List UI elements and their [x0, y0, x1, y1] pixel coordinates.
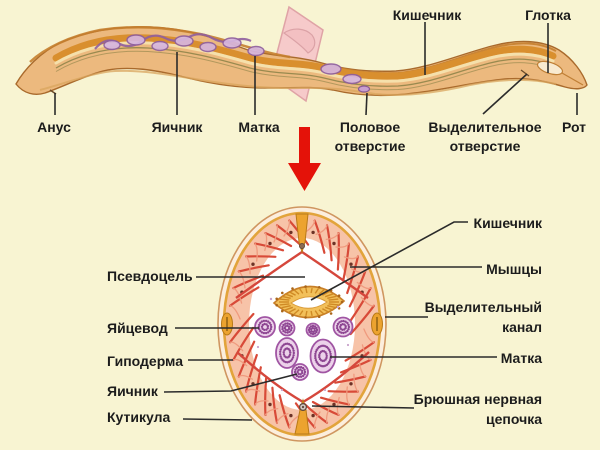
label-genital-opening: Половое отверстие [334, 119, 406, 154]
label-intestine-cs: Кишечник [473, 215, 542, 231]
leader-intestine-cs [310, 221, 468, 301]
leader-ventral-nerve [311, 405, 415, 409]
down-arrow [288, 127, 321, 191]
label-intestine-top: Кишечник [392, 7, 462, 23]
genital-opening-mark [357, 85, 371, 93]
label-hypodermis: Гиподерма [107, 353, 184, 369]
label-pseudocoel: Псевдоцель [107, 268, 193, 284]
worm-longitudinal-view [15, 5, 588, 103]
leader-lines [54, 22, 578, 421]
label-muscles: Мышцы [486, 261, 542, 277]
reproductive-organs [254, 316, 354, 381]
worm-ovary-coils [94, 33, 362, 85]
label-anus: Анус [37, 119, 71, 135]
cavity-speckles [256, 297, 350, 392]
leader-cuticle [182, 418, 253, 421]
excretory-canal-right [371, 312, 383, 336]
muscle-cells [229, 219, 375, 429]
label-uterus-top: Матка [238, 119, 280, 135]
label-oviduct: Яйцевод [107, 320, 168, 336]
leader-genital-opening [365, 92, 368, 116]
section-plane-fold [282, 28, 316, 54]
label-excretory-opening: Выделительное отверстие [428, 119, 542, 154]
leader-excretory-opening [482, 73, 528, 115]
intestine-lens [272, 285, 346, 319]
excretory-canal-left [221, 312, 233, 336]
ventral-nerve-cord [294, 398, 310, 435]
label-mouth: Рот [561, 119, 587, 135]
label-pharynx: Глотка [525, 7, 571, 23]
label-ventral-nerve: Брюшная нервная цепочка [413, 391, 542, 427]
leader-ovary-cs [163, 373, 298, 393]
worm-cross-section [217, 206, 387, 442]
label-cuticle: Кутикула [107, 409, 171, 425]
worm-pharynx [536, 60, 584, 86]
excretory-pore-mark [520, 69, 530, 77]
label-uterus-cs: Матка [500, 350, 542, 366]
label-ovary-top: Яичник [151, 119, 203, 135]
label-ovary-cs: Яичник [107, 383, 158, 399]
dorsal-chord [295, 213, 309, 254]
label-excretory-canal: Выделительный канал [424, 299, 542, 335]
